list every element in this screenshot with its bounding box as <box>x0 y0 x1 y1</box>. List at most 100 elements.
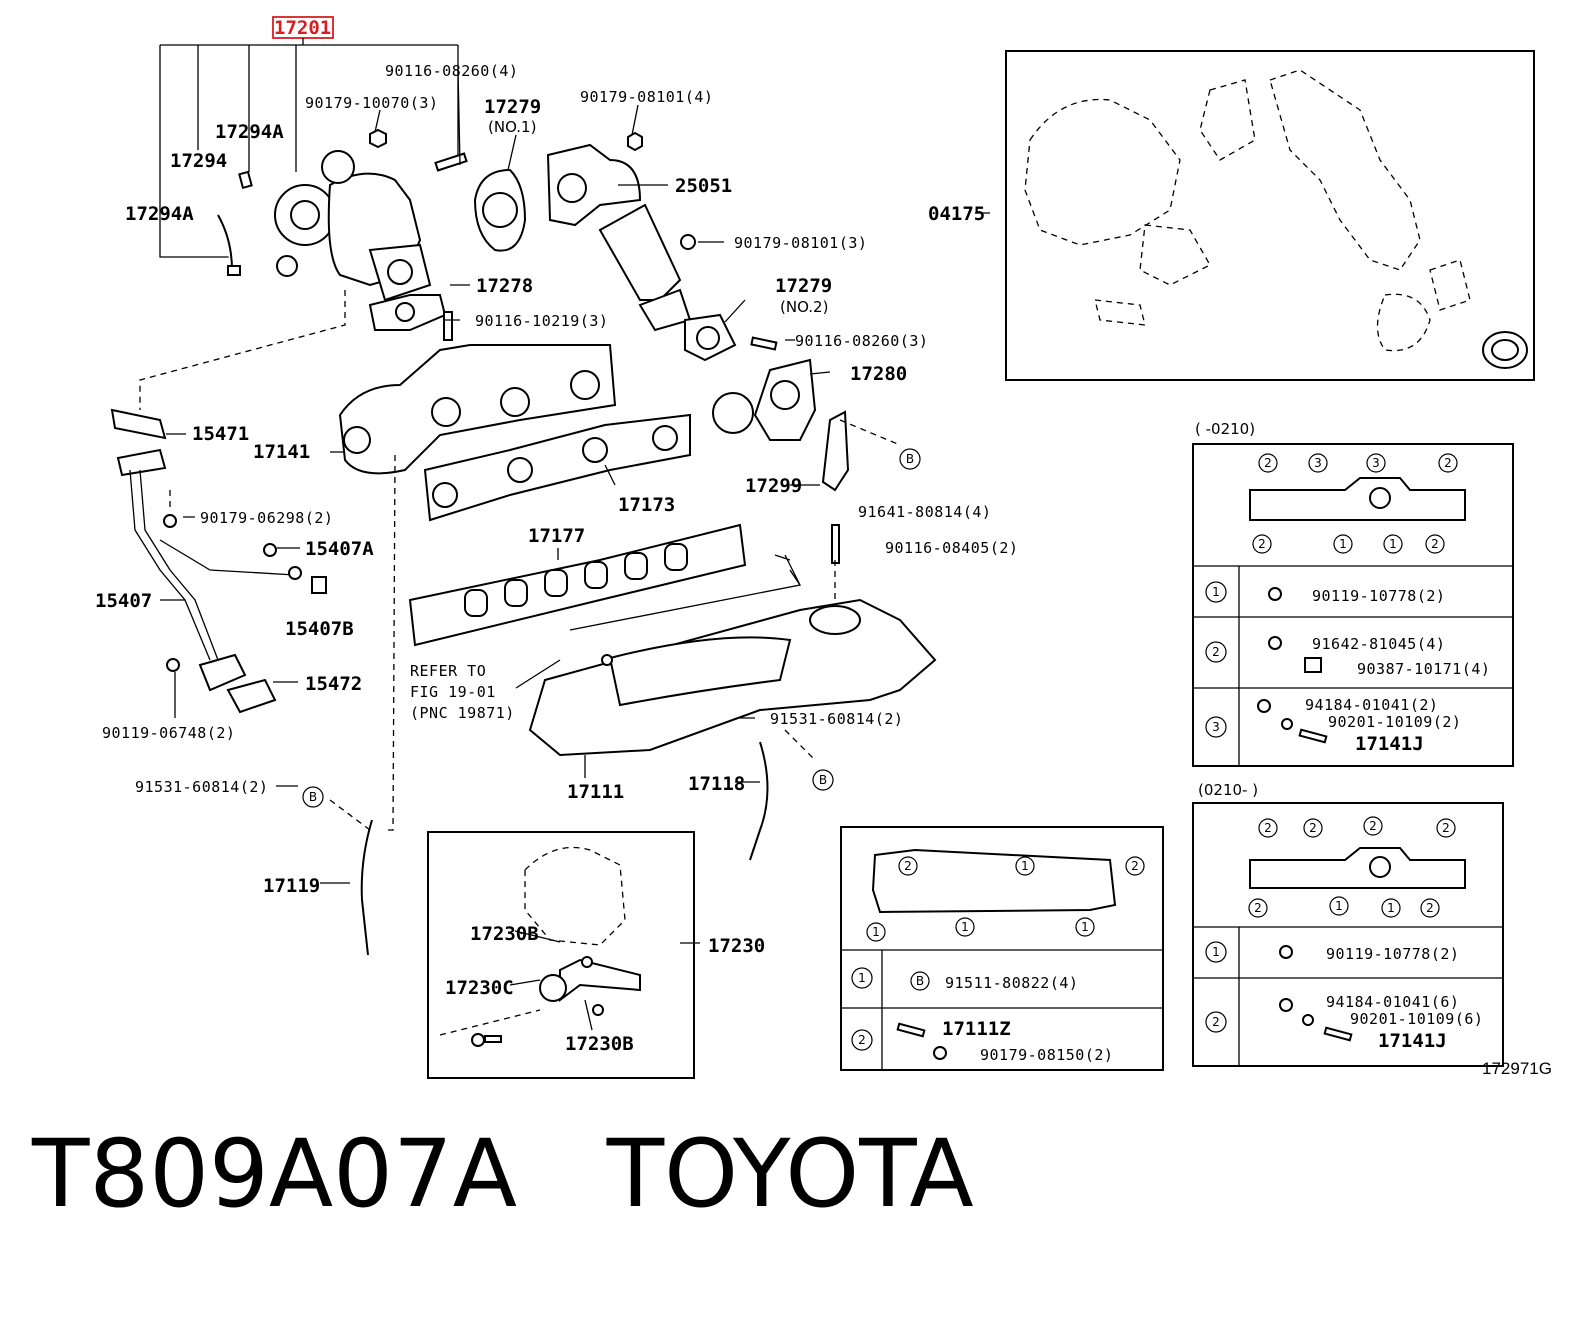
table-mid: 2 1 2 1 1 1 1 2 B 91511-80822(4) 17111Z … <box>840 826 1164 1071</box>
svg-text:1: 1 <box>961 920 969 934</box>
label-90116-10219-3[interactable]: 90116-10219(3) <box>475 312 608 330</box>
label-17111[interactable]: 17111 <box>567 781 624 803</box>
label-17280[interactable]: 17280 <box>850 363 907 385</box>
label-no2: (NO.2) <box>780 298 828 316</box>
svg-text:2: 2 <box>1426 901 1434 915</box>
svg-text:1: 1 <box>1212 945 1220 959</box>
label-17230[interactable]: 17230 <box>708 935 765 957</box>
turbocharger-group: 17201 <box>159 16 468 341</box>
table-bottom-r2-p2[interactable]: 90201-10109(6) <box>1350 1010 1483 1028</box>
marker-b-3: B <box>302 786 324 808</box>
table-top-r3-p1[interactable]: 94184-01041(2) <box>1305 696 1438 714</box>
label-pnc-19871[interactable]: (PNC 19871) <box>410 704 515 722</box>
svg-text:2: 2 <box>1431 537 1439 551</box>
caption: T809A07A TOYOTA <box>32 1128 974 1222</box>
marker-b-2: B <box>812 769 834 791</box>
table-top-r2-p2[interactable]: 90387-10171(4) <box>1357 660 1490 678</box>
table-bottom-r2-p1[interactable]: 94184-01041(6) <box>1326 993 1459 1011</box>
gasket-17173 <box>423 413 691 522</box>
label-17230B-top[interactable]: 17230B <box>470 923 539 945</box>
elbow-25051 <box>546 143 642 227</box>
svg-text:2: 2 <box>1254 901 1262 915</box>
gasket-17177 <box>408 523 747 647</box>
label-17299[interactable]: 17299 <box>745 475 802 497</box>
label-15407B[interactable]: 15407B <box>285 618 354 640</box>
label-04175[interactable]: 04175 <box>928 203 985 225</box>
label-refer-to[interactable]: REFER TO <box>410 662 486 680</box>
label-25051[interactable]: 25051 <box>675 175 732 197</box>
label-90116-08260-3[interactable]: 90116-08260(3) <box>795 332 928 350</box>
gasket-15471 <box>110 408 167 440</box>
table-bottom-r1-p1[interactable]: 90119-10778(2) <box>1326 945 1459 963</box>
label-17278[interactable]: 17278 <box>476 275 533 297</box>
label-17118[interactable]: 17118 <box>688 773 745 795</box>
table-top-r1-p1[interactable]: 90119-10778(2) <box>1312 587 1445 605</box>
svg-text:2: 2 <box>1212 645 1220 659</box>
svg-text:1: 1 <box>1081 920 1089 934</box>
pipes-group <box>360 741 769 956</box>
svg-text:2: 2 <box>1369 819 1377 833</box>
label-fig-19-01[interactable]: FIG 19-01 <box>410 683 496 701</box>
caption-brand: TOYOTA <box>606 1120 974 1229</box>
svg-text:2: 2 <box>904 859 912 873</box>
label-17230C[interactable]: 17230C <box>445 977 514 999</box>
svg-text:B: B <box>309 790 317 804</box>
label-91531-60814-2-right[interactable]: 91531-60814(2) <box>770 710 903 728</box>
svg-text:2: 2 <box>1258 537 1266 551</box>
label-17141[interactable]: 17141 <box>253 441 310 463</box>
svg-text:2: 2 <box>1264 456 1272 470</box>
pipe-17119 <box>360 819 373 956</box>
label-15407[interactable]: 15407 <box>95 590 152 612</box>
label-15407A[interactable]: 15407A <box>305 538 374 560</box>
label-91531-60814-2-left[interactable]: 91531-60814(2) <box>135 778 268 796</box>
svg-text:2: 2 <box>1131 859 1139 873</box>
label-90179-06298-2[interactable]: 90179-06298(2) <box>200 509 333 527</box>
table-top: ( -0210) 2 3 3 2 2 1 1 2 1 2 3 90119-107… <box>1192 420 1514 767</box>
table-mid-r1-p1[interactable]: 91511-80822(4) <box>945 974 1078 992</box>
turbocharger <box>274 150 432 302</box>
svg-text:3: 3 <box>1314 456 1322 470</box>
label-17279-no2[interactable]: 17279 <box>775 275 832 297</box>
label-90116-08405-2[interactable]: 90116-08405(2) <box>885 539 1018 557</box>
label-90179-08101-3[interactable]: 90179-08101(3) <box>734 234 867 252</box>
table-bottom-r2-p3[interactable]: 17141J <box>1378 1030 1447 1052</box>
exhaust-pipe-group <box>473 131 850 492</box>
svg-text:1: 1 <box>1387 901 1395 915</box>
label-17294A-top[interactable]: 17294A <box>215 121 284 143</box>
label-17294A-left[interactable]: 17294A <box>125 203 194 225</box>
svg-text:3: 3 <box>1372 456 1380 470</box>
svg-text:1: 1 <box>858 971 866 985</box>
table-mid-marks: 2 1 2 1 1 1 <box>866 856 1145 942</box>
label-15471[interactable]: 15471 <box>192 423 249 445</box>
label-90116-08260-4[interactable]: 90116-08260(4) <box>385 62 518 80</box>
label-17230B-bottom[interactable]: 17230B <box>565 1033 634 1055</box>
table-top-r2-p1[interactable]: 91642-81045(4) <box>1312 635 1445 653</box>
table-bottom-marks: 2 2 2 2 2 1 1 2 <box>1248 816 1456 918</box>
table-top-r3-p2[interactable]: 90201-10109(2) <box>1328 713 1461 731</box>
svg-text:1: 1 <box>1335 899 1343 913</box>
svg-text:B: B <box>906 452 914 466</box>
label-90119-06748-2[interactable]: 90119-06748(2) <box>102 724 235 742</box>
svg-text:2: 2 <box>1212 1015 1220 1029</box>
table-mid-r2-p2[interactable]: 90179-08150(2) <box>980 1046 1113 1064</box>
label-17294[interactable]: 17294 <box>170 150 227 172</box>
svg-text:2: 2 <box>1309 821 1317 835</box>
bracket-17299 <box>821 410 850 492</box>
highlight-part-label[interactable]: 17201 <box>274 17 331 39</box>
table-top-range: ( -0210) <box>1195 420 1255 438</box>
label-91641-80814-4[interactable]: 91641-80814(4) <box>858 503 991 521</box>
svg-text:1: 1 <box>872 925 880 939</box>
table-top-r3-p3[interactable]: 17141J <box>1355 733 1424 755</box>
table-mid-r2-p1[interactable]: 17111Z <box>942 1018 1011 1040</box>
table-bottom: (0210- ) 2 2 2 2 2 1 1 2 1 2 90119-10778… <box>1192 781 1504 1067</box>
marker-b-1: B <box>899 448 921 470</box>
label-15472[interactable]: 15472 <box>305 673 362 695</box>
hose-17294 <box>217 214 233 271</box>
label-17279-no1[interactable]: 17279 <box>484 96 541 118</box>
label-90179-10070-3[interactable]: 90179-10070(3) <box>305 94 438 112</box>
label-90179-08101-4[interactable]: 90179-08101(4) <box>580 88 713 106</box>
label-17177[interactable]: 17177 <box>528 525 585 547</box>
label-17173[interactable]: 17173 <box>618 494 675 516</box>
label-17119[interactable]: 17119 <box>263 875 320 897</box>
